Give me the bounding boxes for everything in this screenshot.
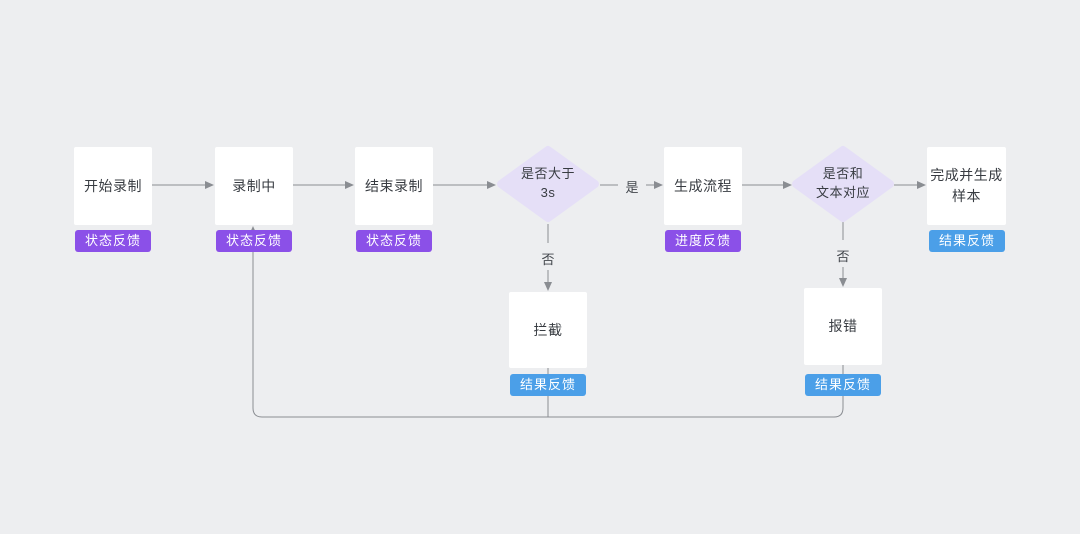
node-label-line: 样本 bbox=[952, 188, 981, 204]
node-label: 完成并生成 样本 bbox=[930, 165, 1003, 207]
node-complete-sample: 完成并生成 样本 bbox=[927, 147, 1006, 225]
badge-result-feedback-1: 结果反馈 bbox=[929, 230, 1005, 252]
decision-matches-text-shape bbox=[792, 146, 894, 222]
badge-progress-feedback: 进度反馈 bbox=[665, 230, 741, 252]
badge-result-feedback-3: 结果反馈 bbox=[805, 374, 881, 396]
edge-label-no-2: 否 bbox=[836, 249, 850, 264]
node-label: 报错 bbox=[828, 318, 858, 334]
node-label: 录制中 bbox=[232, 177, 276, 194]
edge-label-no-1: 否 bbox=[541, 252, 555, 267]
decision-label-line: 是否和 bbox=[822, 166, 864, 182]
decision-label-line: 3s bbox=[540, 185, 556, 200]
node-label: 拦截 bbox=[533, 321, 563, 338]
badge-status-feedback-3: 状态反馈 bbox=[356, 230, 432, 252]
node-report-error: 报错 bbox=[804, 288, 882, 365]
decision-label-line: 是否大于 bbox=[520, 166, 575, 182]
decision-gt-3s-label: 是否大于 3s bbox=[498, 147, 598, 221]
node-stop-recording: 结束录制 bbox=[355, 147, 433, 225]
badge-result-feedback-2: 结果反馈 bbox=[510, 374, 586, 396]
node-label: 开始录制 bbox=[84, 177, 142, 194]
node-label: 结束录制 bbox=[365, 177, 423, 194]
node-recording: 录制中 bbox=[215, 147, 293, 225]
badge-status-feedback-1: 状态反馈 bbox=[75, 230, 151, 252]
decision-label-line: 文本对应 bbox=[815, 185, 870, 200]
edge-label-yes: 是 bbox=[625, 180, 639, 195]
node-intercept: 拦截 bbox=[509, 292, 587, 368]
decision-matches-text-label: 是否和 文本对应 bbox=[793, 147, 893, 221]
node-label-line: 完成并生成 bbox=[930, 167, 1003, 183]
node-start-recording: 开始录制 bbox=[74, 147, 152, 225]
badge-status-feedback-2: 状态反馈 bbox=[216, 230, 292, 252]
node-generation-process: 生成流程 bbox=[664, 147, 742, 225]
decision-gt-3s-shape bbox=[497, 146, 599, 222]
node-label: 生成流程 bbox=[674, 177, 732, 194]
